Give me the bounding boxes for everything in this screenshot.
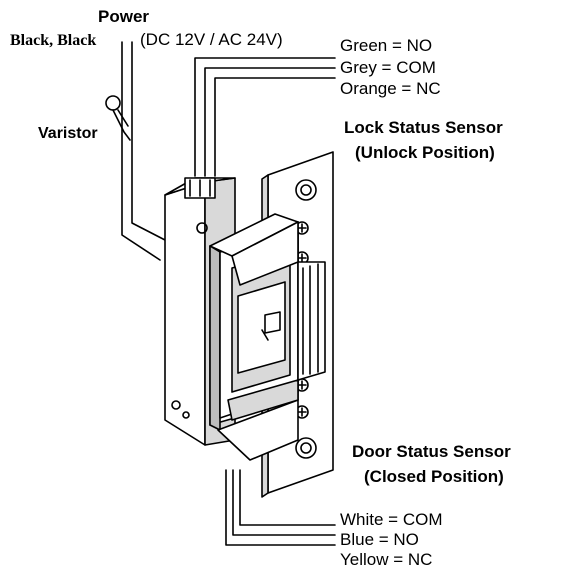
door-wire-com: White = COM — [340, 510, 443, 529]
varistor-symbol — [105, 95, 131, 141]
keeper — [209, 213, 326, 461]
lock-sensor-title: Lock Status Sensor — [344, 118, 503, 137]
power-voltage: (DC 12V / AC 24V) — [140, 30, 283, 49]
lock-sensor-wires — [194, 57, 336, 177]
power-title: Power — [98, 7, 150, 26]
door-wire-no: Blue = NO — [340, 530, 419, 549]
power-wire-colors: Black, Black — [10, 32, 97, 49]
door-wire-nc: Yellow = NC — [340, 550, 433, 569]
door-sensor-wires — [225, 469, 336, 546]
lock-wire-nc: Orange = NC — [340, 79, 441, 98]
door-sensor-title: Door Status Sensor — [352, 442, 511, 461]
varistor-label: Varistor — [38, 125, 98, 142]
lock-wire-com: Grey = COM — [340, 58, 436, 77]
door-sensor-subtitle: (Closed Position) — [364, 467, 504, 486]
lock-wire-no: Green = NO — [340, 36, 433, 55]
lock-sensor-subtitle: (Unlock Position) — [355, 143, 495, 162]
faceplate-top-hole — [295, 179, 317, 201]
power-wires — [121, 41, 166, 261]
faceplate-bottom-hole — [295, 437, 317, 459]
